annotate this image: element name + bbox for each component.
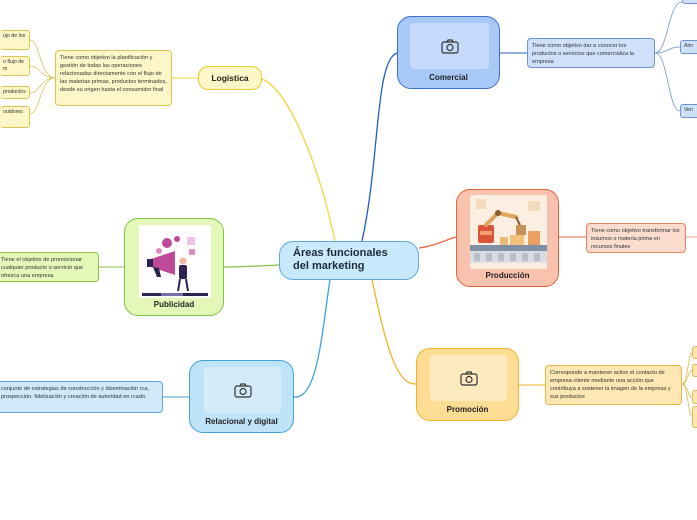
comercial-label: Comercial xyxy=(429,73,468,82)
publicidad-node[interactable]: Publicidad xyxy=(124,218,224,316)
produccion-image xyxy=(470,195,547,269)
link-comercial-subs xyxy=(654,1,683,112)
produccion-note[interactable]: Tiene como objetivo transformar los insu… xyxy=(586,223,686,253)
produccion-note-text: Tiene como objetivo transformar los insu… xyxy=(591,228,680,250)
comercial-note-text: Tiene como objetivo dar a conocer los pr… xyxy=(532,43,634,65)
link-central-relacional xyxy=(293,279,331,398)
logistica-note[interactable]: Tiene como objetivo la planificación y g… xyxy=(55,50,172,106)
logistica-node[interactable]: Logística xyxy=(198,66,262,90)
publicidad-image xyxy=(139,225,211,298)
link-central-comercial xyxy=(361,52,398,242)
logistica-subnode-1[interactable]: ujo de los xyxy=(0,30,30,50)
promocion-note[interactable]: Corresponde a mantener activo el contact… xyxy=(545,365,682,405)
robot-arm-illustration xyxy=(470,195,547,269)
link-central-promocion xyxy=(371,279,417,385)
central-topic-label: Áreas funcionales del marketing xyxy=(293,247,388,272)
link-central-produccion xyxy=(418,236,457,249)
relacional-node[interactable]: Relacional y digital xyxy=(189,360,294,433)
promocion-subnode-2[interactable] xyxy=(692,364,697,377)
promocion-image-placeholder xyxy=(430,355,507,401)
relacional-label: Relacional y digital xyxy=(205,417,278,426)
comercial-note[interactable]: Tiene como objetivo dar a conocer los pr… xyxy=(527,38,655,68)
link-promocion-subs xyxy=(681,352,693,417)
logistica-subnode-4[interactable]: ouidores xyxy=(0,106,30,128)
logistica-note-text: Tiene como objetivo la planificación y g… xyxy=(60,55,167,93)
comercial-subnode-1[interactable]: Alm xyxy=(680,40,697,54)
produccion-node[interactable]: Producción xyxy=(456,189,559,287)
logistica-subnode-3[interactable]: productos xyxy=(0,86,30,99)
camera-icon xyxy=(233,382,252,398)
logistica-label: Logística xyxy=(211,73,249,83)
relacional-note-text: conjunto de estrategias de construcción … xyxy=(1,386,150,400)
promocion-subnode-4[interactable] xyxy=(692,406,697,428)
promocion-subnode-1[interactable] xyxy=(692,346,697,359)
comercial-subnode-0[interactable] xyxy=(682,0,697,4)
promocion-label: Promoción xyxy=(446,405,489,414)
publicidad-note-text: Tiene el objetivo de promocionar cualqui… xyxy=(1,257,84,279)
link-central-logistica xyxy=(261,78,336,242)
comercial-subnode-2[interactable]: Ven xyxy=(680,104,697,118)
central-topic[interactable]: Áreas funcionales del marketing xyxy=(279,241,419,280)
publicidad-label: Publicidad xyxy=(153,300,195,309)
produccion-label: Producción xyxy=(485,271,530,280)
camera-icon xyxy=(440,38,459,54)
relacional-image-placeholder xyxy=(204,367,281,413)
promocion-note-text: Corresponde a mantener activo el contact… xyxy=(550,370,671,400)
link-central-publicidad xyxy=(223,264,280,268)
relacional-note[interactable]: conjunto de estrategias de construcción … xyxy=(0,381,163,413)
camera-icon xyxy=(459,370,478,386)
promocion-subnode-3[interactable] xyxy=(692,390,697,404)
link-logistica-subs xyxy=(29,39,56,115)
comercial-node[interactable]: Comercial xyxy=(397,16,500,89)
comercial-image-placeholder xyxy=(410,23,489,69)
promocion-node[interactable]: Promoción xyxy=(416,348,519,421)
publicidad-note[interactable]: Tiene el objetivo de promocionar cualqui… xyxy=(0,252,99,282)
megaphone-illustration xyxy=(139,225,211,298)
logistica-subnode-2[interactable]: o flujo de m xyxy=(0,56,30,76)
